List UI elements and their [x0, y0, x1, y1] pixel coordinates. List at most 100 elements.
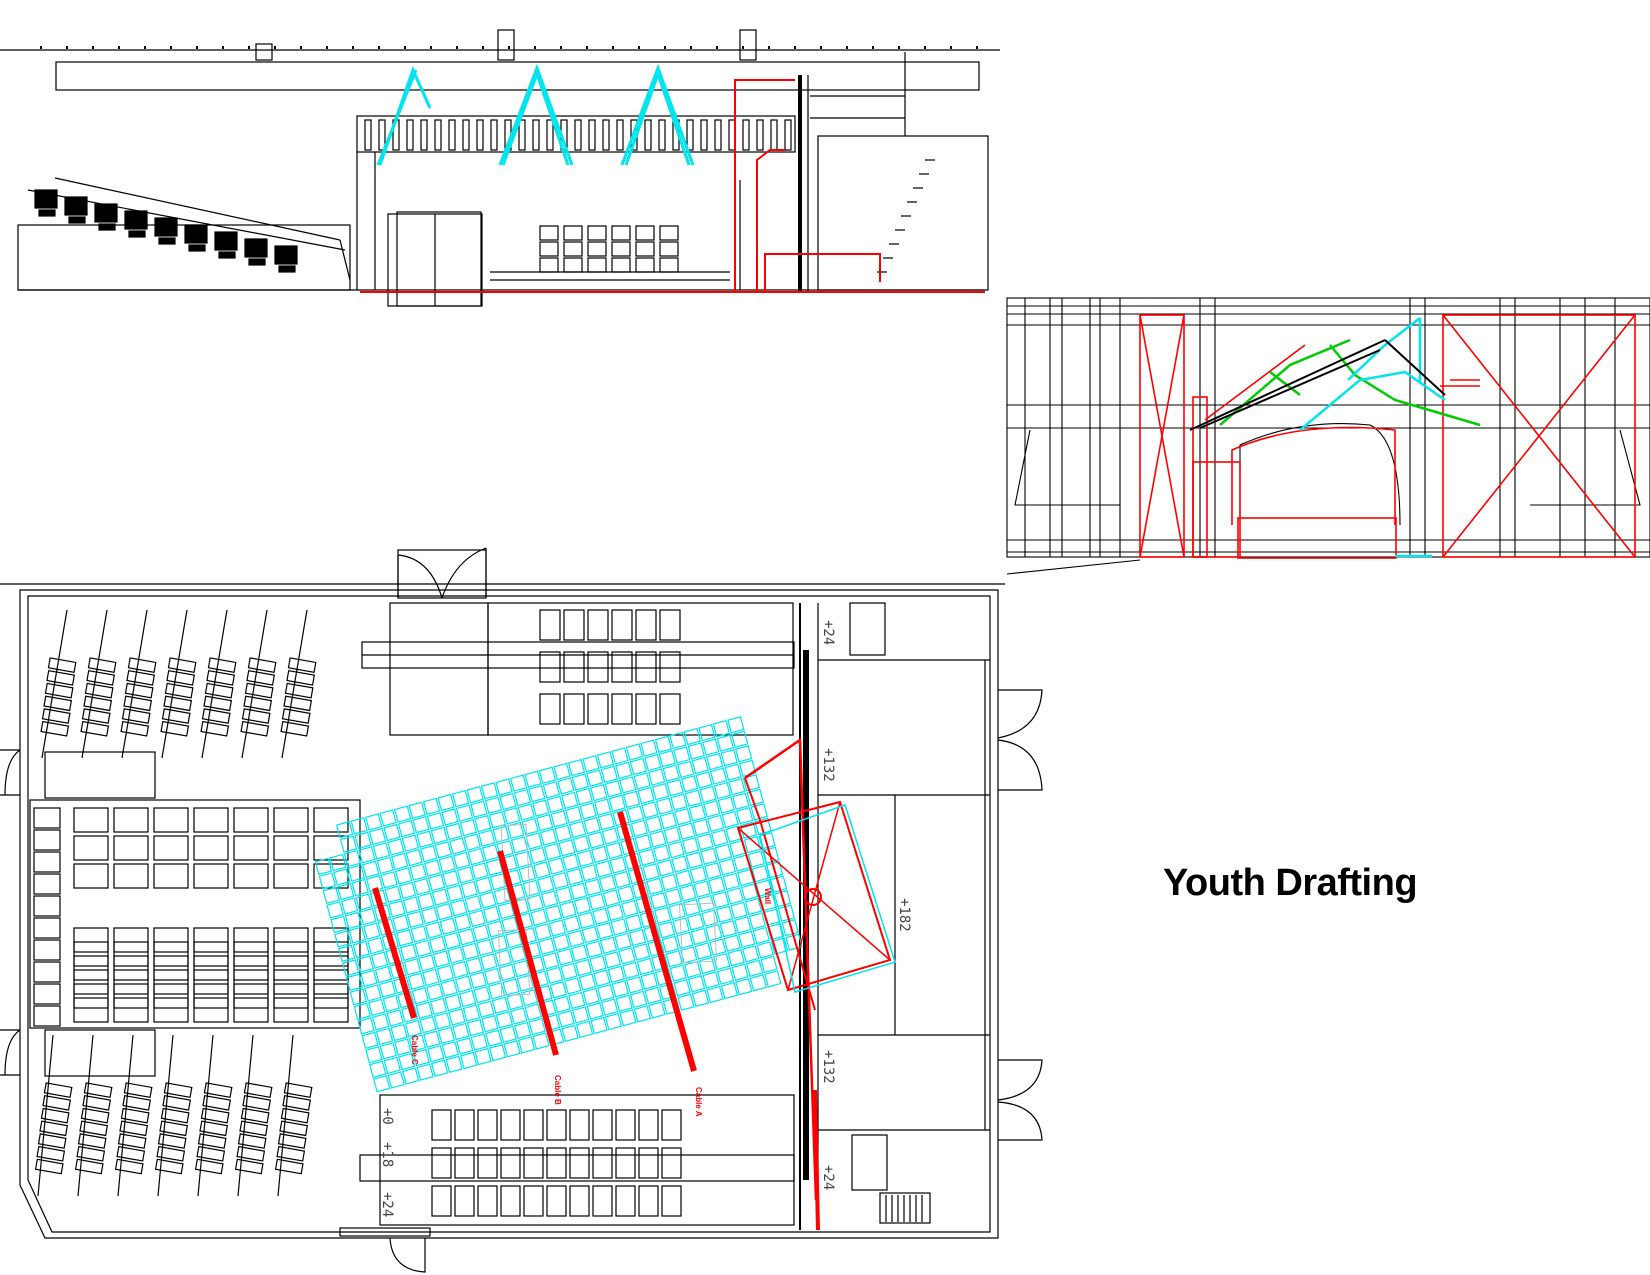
lower-seat — [569, 1109, 590, 1141]
grid-cell — [362, 860, 380, 878]
lower-seat — [546, 1147, 567, 1179]
grid-cell — [575, 1020, 594, 1039]
upper-seat — [659, 693, 681, 725]
grid-cell — [408, 1034, 427, 1052]
grid-cell — [714, 843, 733, 862]
grid-cell — [687, 975, 706, 993]
grid-cell — [696, 833, 714, 851]
grid-cell — [720, 749, 738, 767]
grid-cell — [379, 1042, 398, 1060]
row-divider — [41, 609, 68, 759]
grid-cell — [510, 836, 529, 854]
grid-cell — [493, 887, 511, 905]
plan-seat — [122, 1094, 152, 1111]
grid-cell — [701, 909, 719, 927]
side-seat — [33, 895, 61, 917]
grid-cell — [680, 946, 698, 964]
grid-cell — [764, 970, 782, 988]
plan-seat — [114, 1158, 144, 1175]
center-seat — [113, 969, 149, 995]
grid-cell — [588, 893, 606, 911]
grid-cell — [593, 798, 612, 816]
projector-frame — [759, 804, 896, 993]
section-seat-base — [188, 244, 206, 252]
grid-cell — [449, 837, 467, 855]
center-seating-block — [29, 751, 361, 1077]
section-electrical — [360, 79, 985, 293]
rail-baluster — [588, 119, 596, 151]
rail-baluster — [532, 119, 540, 151]
grid-cell — [629, 757, 648, 776]
plan-seat — [206, 669, 236, 686]
upper-seat — [659, 651, 681, 683]
grid-cell — [498, 963, 516, 982]
grid-cell — [685, 851, 704, 869]
grid-cell — [407, 972, 426, 990]
grid-cell — [546, 795, 564, 813]
grid-cell — [728, 778, 746, 796]
plan-seat — [204, 682, 234, 699]
ceiling-fixture — [430, 46, 432, 49]
stage-seat — [635, 225, 655, 241]
grid-cell — [732, 792, 750, 810]
grid-cell — [561, 1024, 579, 1042]
grid-cell — [598, 874, 617, 893]
plan-seat — [203, 1082, 233, 1098]
plan-seat — [274, 1158, 304, 1175]
grid-cell — [593, 969, 611, 987]
grid-cell — [704, 862, 722, 880]
grid-cell — [518, 865, 537, 883]
grid-cell — [608, 794, 626, 812]
grid-cell — [434, 841, 452, 859]
lower-seat — [592, 1147, 613, 1179]
center-seat — [73, 941, 109, 967]
grid-cell — [485, 1029, 503, 1047]
center-seat — [273, 807, 309, 833]
ceiling-fixture — [820, 46, 822, 49]
grid-cell — [334, 930, 352, 948]
grid-cell — [705, 752, 724, 771]
grid-cell — [480, 953, 498, 971]
grid-cell — [499, 1025, 517, 1043]
plan-seat — [200, 720, 230, 737]
grid-cell — [669, 731, 687, 750]
grid-cell — [619, 1009, 637, 1027]
grid-cell — [571, 1006, 590, 1024]
plan-seat — [42, 1094, 72, 1111]
grid-cell — [721, 810, 739, 829]
rail-baluster — [756, 119, 764, 151]
plan-seat — [74, 1158, 104, 1175]
grid-cell — [488, 1044, 507, 1062]
ceiling-fixture — [170, 46, 172, 49]
grid-cell — [388, 900, 406, 918]
ceiling-fixture — [40, 46, 42, 49]
row-divider — [157, 1034, 174, 1197]
grid-cell — [680, 775, 699, 793]
grid-cell — [748, 912, 767, 930]
grid-cell — [553, 995, 571, 1013]
grid-cell — [709, 938, 727, 956]
grid-cell — [370, 951, 389, 969]
grid-cell — [576, 849, 594, 868]
center-seat — [113, 835, 149, 861]
grid-cell — [706, 814, 725, 833]
grid-cell — [785, 933, 803, 951]
upper-seat-rows — [539, 609, 681, 725]
grid-cell — [470, 1033, 488, 1051]
grid-cell — [712, 952, 731, 971]
grid-cell — [499, 792, 517, 811]
ceiling-fixture — [950, 46, 952, 49]
center-seat — [73, 997, 109, 1023]
grid-cell — [509, 945, 527, 963]
grid-cell — [738, 930, 756, 948]
lower-seat — [454, 1147, 475, 1179]
rail-baluster — [378, 119, 386, 151]
grid-cell — [605, 841, 623, 860]
row-divider — [277, 1034, 294, 1197]
ceiling-fixture — [378, 46, 380, 49]
center-seat — [313, 997, 349, 1023]
grid-cell — [440, 979, 458, 997]
grid-cell — [424, 921, 443, 939]
grid-cell — [513, 1021, 532, 1040]
